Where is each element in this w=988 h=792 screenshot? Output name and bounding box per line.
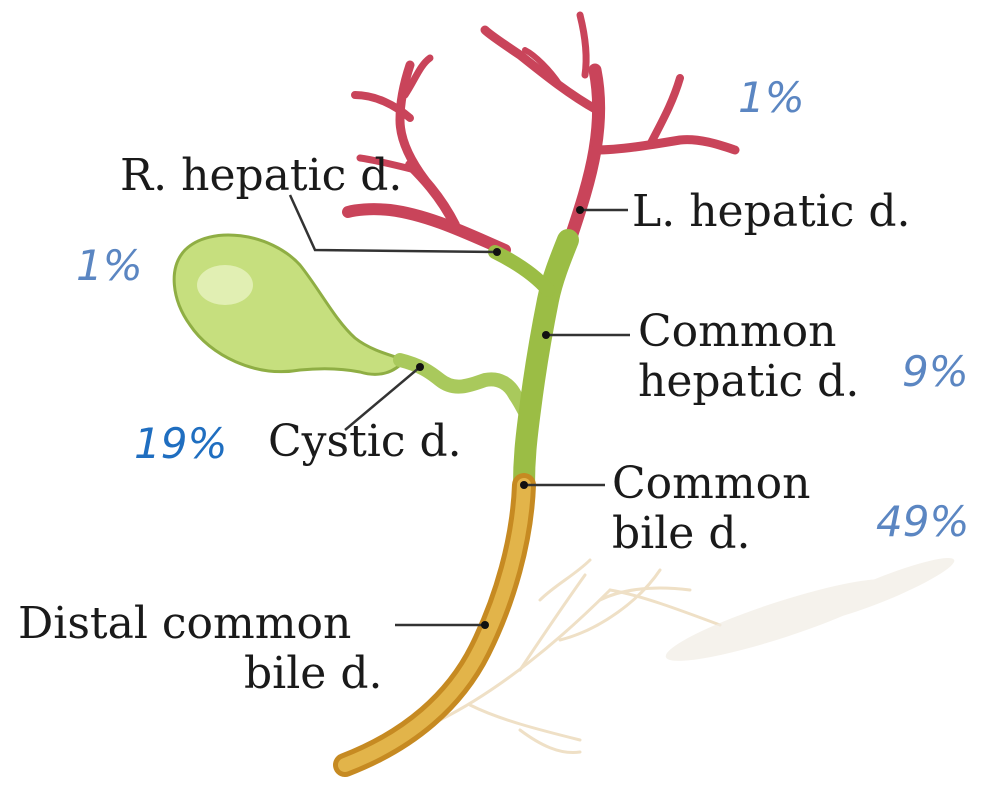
gallbladder <box>174 235 405 374</box>
leader-lines <box>290 195 630 625</box>
percent-cystic: 19% <box>134 420 227 468</box>
label-common-hepatic-duct-line2: hepatic d. <box>638 358 859 406</box>
pancreatic-tissue-texture <box>660 549 958 674</box>
label-common-bile-duct-line2: bile d. <box>612 510 751 558</box>
percent-common-hepatic: 9% <box>902 348 969 396</box>
label-l-hepatic-duct: L. hepatic d. <box>632 188 911 236</box>
percent-common-bile: 49% <box>876 498 969 546</box>
label-distal-common-bile-duct-line1: Distal common <box>18 600 351 648</box>
percent-l-hepatic: 1% <box>738 74 805 122</box>
label-distal-common-bile-duct-line2: bile d. <box>244 650 383 698</box>
label-r-hepatic-duct: R. hepatic d. <box>120 152 402 200</box>
right-hepatic-duct-segment <box>495 252 548 290</box>
percent-r-hepatic: 1% <box>76 242 143 290</box>
label-common-bile-duct-line1: Common <box>612 460 810 508</box>
label-cystic-duct: Cystic d. <box>268 418 462 466</box>
label-common-hepatic-duct-line1: Common <box>638 308 836 356</box>
